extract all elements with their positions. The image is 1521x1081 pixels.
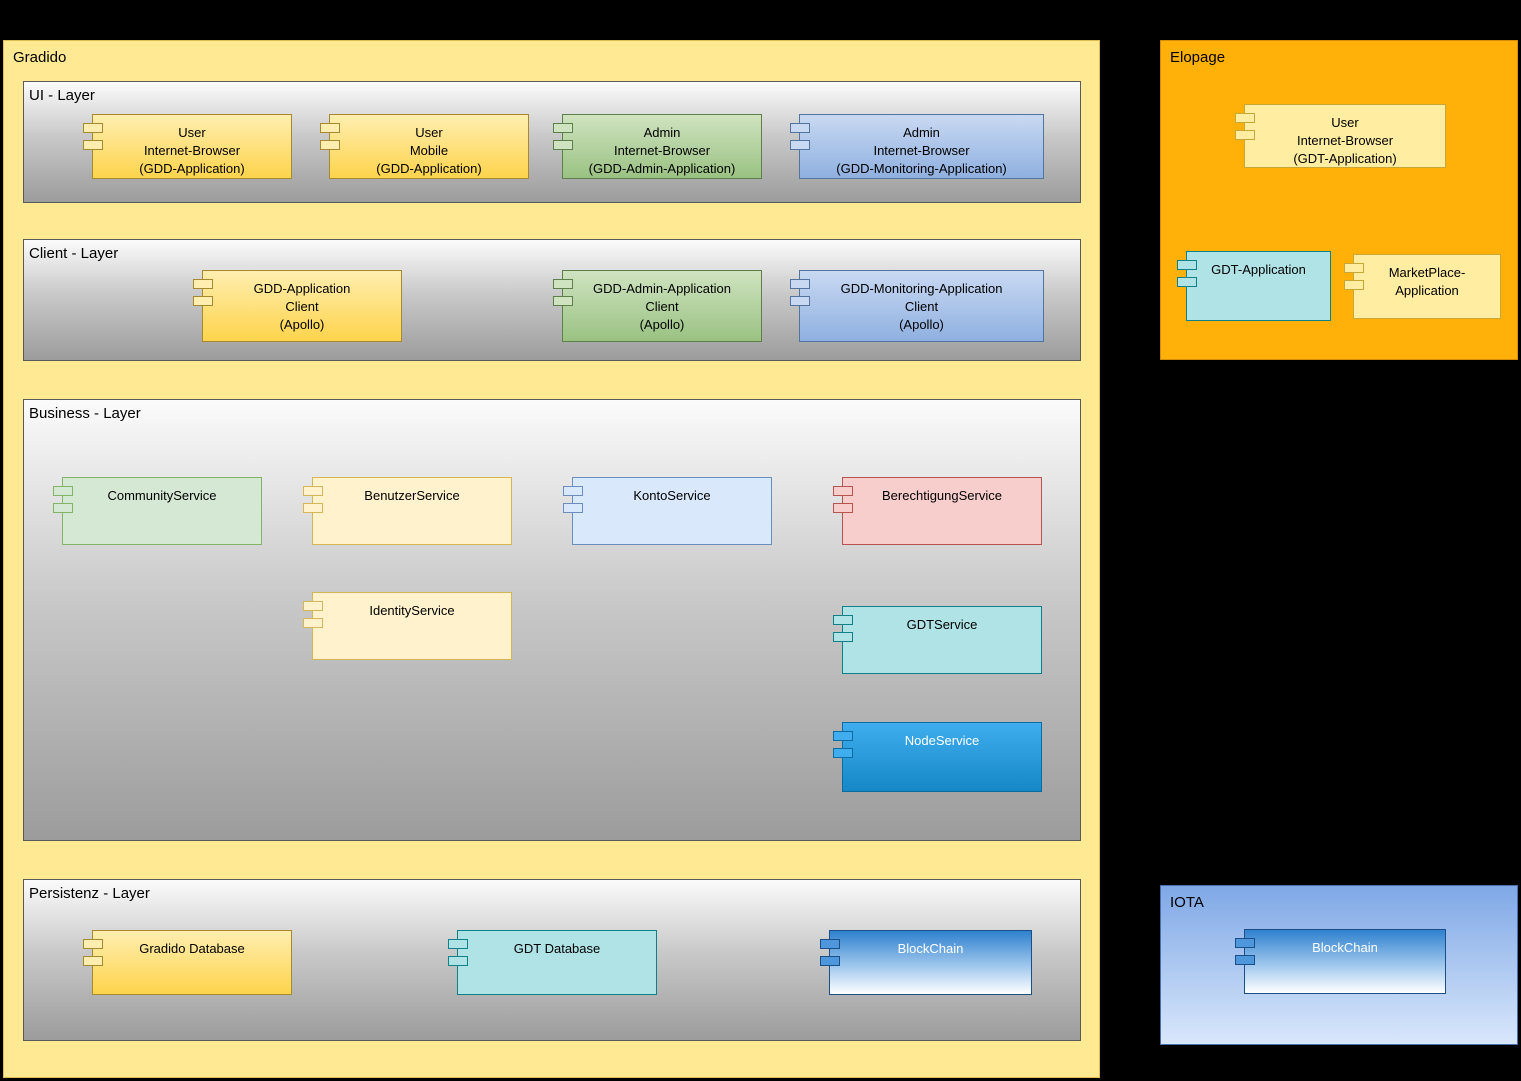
component-user-mobile-gdd: User Mobile (GDD-Application) <box>320 114 529 179</box>
component-gdd-application-client: GDD-Application Client (Apollo) <box>193 270 402 342</box>
component-gdt-service: GDTService <box>833 606 1042 674</box>
component-label: GDD-Application Client (Apollo) <box>253 281 351 332</box>
component-berechtigung-service: BerechtigungService <box>833 477 1042 545</box>
component-tab-icon <box>1235 938 1255 948</box>
component-label: IdentityService <box>369 603 455 618</box>
component-tab-icon <box>833 503 853 513</box>
elopage-container: Elopage User Internet-Browser (GDT-Appli… <box>1160 40 1518 360</box>
component-label: CommunityService <box>107 488 217 503</box>
component-tab-icon <box>790 296 810 306</box>
component-tab-icon <box>820 956 840 966</box>
component-benutzer-service: BenutzerService <box>303 477 512 545</box>
component-label: User Internet-Browser (GDT-Application) <box>1293 115 1397 166</box>
component-gradido-database: Gradido Database <box>83 930 292 995</box>
component-tab-icon <box>193 296 213 306</box>
ui-layer-title: UI - Layer <box>29 87 95 104</box>
component-tab-icon <box>790 279 810 289</box>
component-label: GDD-Monitoring-Application Client (Apoll… <box>840 281 1003 332</box>
component-tab-icon <box>833 632 853 642</box>
component-blockchain-iota: BlockChain <box>1235 929 1446 994</box>
component-label: Admin Internet-Browser (GDD-Monitoring-A… <box>836 125 1007 176</box>
component-admin-internet-browser-gdd-monitoring: Admin Internet-Browser (GDD-Monitoring-A… <box>790 114 1044 179</box>
component-tab-icon <box>553 123 573 133</box>
component-tab-icon <box>320 140 340 150</box>
client-layer: Client - Layer GDD-Application Client (A… <box>23 239 1081 361</box>
component-blockchain-gradido: BlockChain <box>820 930 1032 995</box>
component-tab-icon <box>448 956 468 966</box>
component-tab-icon <box>83 140 103 150</box>
iota-container: IOTA BlockChain <box>1160 885 1518 1045</box>
component-tab-icon <box>1344 263 1364 273</box>
component-tab-icon <box>303 618 323 628</box>
component-tab-icon <box>553 296 573 306</box>
component-tab-icon <box>820 939 840 949</box>
component-tab-icon <box>833 615 853 625</box>
component-konto-service: KontoService <box>563 477 772 545</box>
component-label: GDTService <box>906 617 978 632</box>
component-tab-icon <box>553 279 573 289</box>
component-tab-icon <box>448 939 468 949</box>
component-label: BlockChain <box>897 941 964 956</box>
component-label: Gradido Database <box>139 941 245 956</box>
client-layer-title: Client - Layer <box>29 245 119 262</box>
component-label: Admin Internet-Browser (GDD-Admin-Applic… <box>588 125 736 176</box>
elopage-title: Elopage <box>1170 49 1226 66</box>
gradido-container: Gradido UI - Layer User Internet-Browser… <box>3 40 1100 1078</box>
component-label: GDT Database <box>513 941 601 956</box>
component-label: GDD-Admin-Application Client (Apollo) <box>593 281 731 332</box>
component-gdd-monitoring-application-client: GDD-Monitoring-Application Client (Apoll… <box>790 270 1044 342</box>
component-node-service: NodeService <box>833 722 1042 792</box>
component-tab-icon <box>1177 277 1197 287</box>
component-tab-icon <box>303 601 323 611</box>
ui-layer: UI - Layer User Internet-Browser (GDD-Ap… <box>23 81 1081 203</box>
persistenz-layer-title: Persistenz - Layer <box>29 885 150 902</box>
gradido-title: Gradido <box>13 49 67 66</box>
component-label: GDT-Application <box>1211 262 1306 277</box>
component-tab-icon <box>1235 130 1255 140</box>
component-label: BenutzerService <box>364 488 460 503</box>
component-tab-icon <box>790 140 810 150</box>
component-tab-icon <box>563 486 583 496</box>
component-gdt-database: GDT Database <box>448 930 657 995</box>
component-tab-icon <box>53 503 73 513</box>
iota-title: IOTA <box>1170 894 1204 911</box>
component-tab-icon <box>833 486 853 496</box>
component-tab-icon <box>563 503 583 513</box>
component-tab-icon <box>833 748 853 758</box>
component-admin-internet-browser-gdd-admin: Admin Internet-Browser (GDD-Admin-Applic… <box>553 114 762 179</box>
component-tab-icon <box>83 939 103 949</box>
component-tab-icon <box>833 731 853 741</box>
component-tab-icon <box>83 956 103 966</box>
component-identity-service: IdentityService <box>303 592 512 660</box>
component-user-internet-browser-gdt: User Internet-Browser (GDT-Application) <box>1235 104 1446 168</box>
component-gdt-application: GDT-Application <box>1177 251 1331 321</box>
component-tab-icon <box>553 140 573 150</box>
component-label: BerechtigungService <box>882 488 1002 503</box>
component-tab-icon <box>1344 280 1364 290</box>
component-tab-icon <box>320 123 340 133</box>
component-label: MarketPlace- Application <box>1388 265 1466 298</box>
component-tab-icon <box>303 486 323 496</box>
component-tab-icon <box>83 123 103 133</box>
component-user-internet-browser-gdd: User Internet-Browser (GDD-Application) <box>83 114 292 179</box>
business-layer: Business - Layer CommunityService Benutz… <box>23 399 1081 841</box>
component-tab-icon <box>1235 113 1255 123</box>
component-marketplace-application: MarketPlace- Application <box>1344 254 1501 319</box>
component-label: KontoService <box>633 488 711 503</box>
business-layer-title: Business - Layer <box>29 405 141 422</box>
persistenz-layer: Persistenz - Layer Gradido Database GDT … <box>23 879 1081 1041</box>
component-label: User Mobile (GDD-Application) <box>376 125 482 176</box>
component-tab-icon <box>53 486 73 496</box>
component-gdd-admin-application-client: GDD-Admin-Application Client (Apollo) <box>553 270 762 342</box>
component-tab-icon <box>303 503 323 513</box>
component-tab-icon <box>193 279 213 289</box>
component-tab-icon <box>1235 955 1255 965</box>
component-label: NodeService <box>904 733 980 748</box>
component-label: BlockChain <box>1312 940 1378 955</box>
component-tab-icon <box>1177 260 1197 270</box>
component-tab-icon <box>790 123 810 133</box>
component-community-service: CommunityService <box>53 477 262 545</box>
component-label: User Internet-Browser (GDD-Application) <box>139 125 245 176</box>
